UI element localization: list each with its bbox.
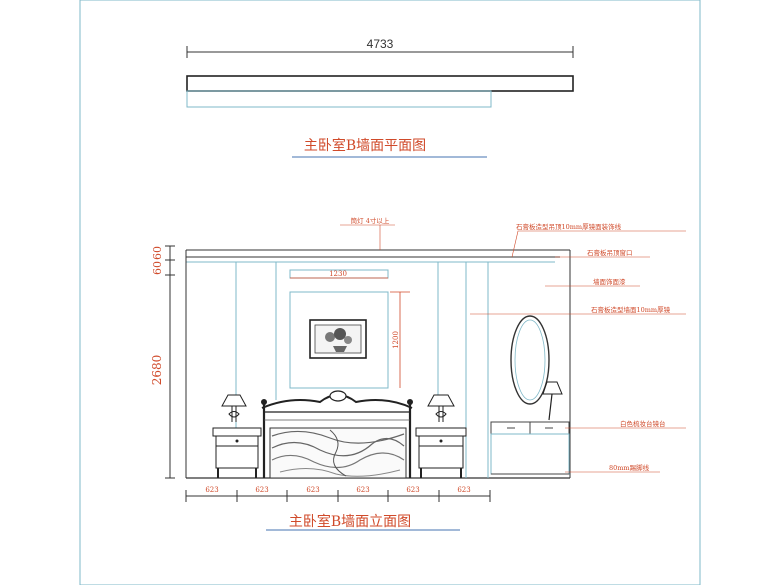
bed-wave-1 — [271, 430, 405, 444]
bottom-dim-4: 623 — [356, 486, 369, 494]
dresser-lamp-stem — [548, 393, 553, 421]
oval-mirror-inner — [514, 319, 546, 401]
frame-width-text: 1230 — [329, 270, 347, 278]
bottom-dim-3: 623 — [306, 486, 319, 494]
plan-title: 主卧室B墙面平面图 — [304, 137, 426, 154]
bottom-dim-1: 623 — [205, 486, 218, 494]
bottom-dim-2: 623 — [255, 486, 268, 494]
right-nightstand-knob — [439, 439, 443, 443]
right-nightstand-top — [415, 427, 467, 437]
frame-height-text: 1200 — [392, 331, 400, 349]
headboard-panel — [289, 291, 389, 389]
bed-wave-5 — [329, 429, 347, 477]
bottom-dim-ticks — [185, 490, 491, 502]
elevation-title: 主卧室B墙面立面图 — [289, 513, 411, 530]
annotation-right-1: 石膏板造型吊顶10mm厚镜面装饰线 — [516, 222, 622, 231]
left-nightstand-top — [212, 427, 262, 437]
bed-wave-3 — [271, 452, 405, 469]
painting-flower-1 — [325, 332, 335, 342]
headboard-ornament — [329, 390, 347, 402]
plan-wall — [186, 75, 574, 92]
leader-right-1 — [511, 230, 686, 258]
painting-vase — [333, 346, 347, 352]
height-dim-2: 60 — [151, 261, 164, 275]
height-dim-1: 60 — [151, 246, 164, 260]
oval-mirror — [510, 315, 550, 405]
bed-wave-4 — [279, 468, 401, 477]
painting-flower-3 — [344, 336, 352, 344]
plan-dim-text: 4733 — [367, 37, 394, 51]
bottom-dim-5: 623 — [406, 486, 419, 494]
right-lamp-base — [435, 406, 447, 422]
dresser-cabinet — [490, 433, 570, 475]
annotation-top-left: 筒灯 4寸以上 — [351, 216, 390, 225]
left-lamp-shade — [221, 394, 247, 407]
plan-furniture — [186, 90, 492, 108]
bed-finial-right — [407, 399, 413, 405]
elevation-view: 60 60 2680 1230 1200 — [150, 216, 686, 531]
right-lamp-shade — [427, 394, 455, 407]
bottom-dim-6: 623 — [457, 486, 470, 494]
annotation-right-2: 石膏板吊顶窗口 — [587, 248, 633, 257]
annotation-right-6: 80mm踢脚线 — [609, 463, 650, 472]
bed-wave-2 — [271, 437, 405, 457]
annotation-right-4: 石膏板造型墙面10mm厚镜 — [591, 305, 671, 314]
plan-view: 4733 主卧室B墙面平面图 — [186, 37, 574, 158]
painting-flower-2 — [334, 328, 346, 340]
left-lamp-base — [228, 406, 240, 422]
annotation-right-5: 白色梳妆台镜台 — [620, 419, 666, 428]
height-dim-3: 2680 — [150, 355, 164, 386]
dresser-lamp-shade — [542, 381, 563, 395]
annotation-right-3: 墙面饰面漆 — [593, 277, 626, 286]
sheet-border — [79, 0, 701, 585]
left-nightstand-knob — [235, 439, 239, 443]
bed-finial-left — [261, 399, 267, 405]
